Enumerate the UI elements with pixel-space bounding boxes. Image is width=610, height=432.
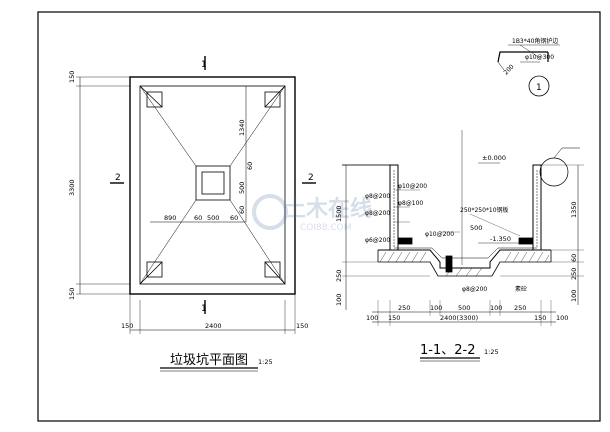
- section-dim-bottom: 250: [514, 304, 526, 312]
- section-dim-bottom2: 100: [366, 314, 378, 322]
- rebar-label: φ8@200: [365, 193, 390, 200]
- section-note-500: 500: [470, 224, 482, 232]
- section-level-top: ±0.000: [482, 154, 506, 162]
- section-level-bottom: -1.350: [490, 235, 511, 243]
- steel-plate-right: [518, 237, 534, 245]
- detail-marker: 1: [536, 83, 542, 93]
- section-dim-right: 100: [570, 290, 578, 302]
- corner-block: [264, 91, 281, 108]
- section-dim-right: 250: [570, 268, 578, 280]
- corner-block: [264, 261, 281, 278]
- plan-cut-bottom: 1: [201, 304, 207, 314]
- section-callout-label: 250*250*10钢板: [460, 206, 509, 214]
- plan-inner-wall: [139, 85, 286, 285]
- plan-dim-left-bottom: 150: [68, 288, 76, 300]
- detail-marker-circle: [528, 75, 550, 97]
- detail-dim: 200: [502, 63, 515, 76]
- plan-view: [76, 56, 316, 372]
- plan-dim-inner-h1: 890: [164, 214, 176, 222]
- detail-label: 1B3*40角钢护边: [512, 37, 558, 45]
- plan-dim-inner-v4: 60: [238, 206, 246, 214]
- sump-bar: [445, 255, 453, 273]
- section-dim-bottom2: 100: [556, 314, 568, 322]
- plan-dim-inner-v2: 500: [238, 182, 246, 194]
- watermark-cn: 土木在线: [284, 196, 372, 222]
- watermark: 土木在线 COI88.COM: [252, 194, 372, 233]
- sump-inner: [201, 171, 225, 195]
- rebar-label: φ10@200: [425, 231, 454, 238]
- detail-view: [497, 44, 560, 97]
- plan-dim-bottom-left: 150: [121, 322, 133, 330]
- section-dim-left: 100: [335, 294, 343, 306]
- watermark-en: COI88.COM: [300, 223, 351, 233]
- sump-outer: [195, 165, 231, 201]
- section-dim-bottom: 100: [490, 304, 502, 312]
- rebar-label: φ6@200: [365, 237, 390, 244]
- section-dim-left: 1500: [335, 205, 343, 222]
- section-dim-right: 1350: [570, 201, 578, 218]
- plan-scale: 1:25: [258, 358, 273, 366]
- plan-dim-inner-v1: 1340: [238, 119, 246, 136]
- plan-dim-inner-v3: 60: [246, 162, 254, 170]
- section-dim-bottom2: 150: [534, 314, 546, 322]
- section-scale: 1:25: [484, 348, 499, 356]
- plan-dim-inner-h4: 60: [230, 214, 238, 222]
- section-floor: [378, 249, 551, 269]
- section-dim-bottom: 100: [430, 304, 442, 312]
- rebar-label: φ8@200: [365, 210, 390, 217]
- plan-dim-left-top: 150: [68, 71, 76, 83]
- section-dim-bottom: 250: [398, 304, 410, 312]
- section-side-note: 素砼: [515, 285, 527, 293]
- section-dim-bottom2: 150: [388, 314, 400, 322]
- plan-dim-inner-h3: 500: [207, 214, 219, 222]
- rebar-label: φ8@100: [398, 200, 423, 207]
- section-dim-bottom: 500: [458, 304, 470, 312]
- plan-cut-right: 2: [308, 173, 314, 183]
- sheet-border: [37, 11, 601, 422]
- plan-dim-bottom-main: 2400: [205, 322, 222, 330]
- section-dim-left: 250: [335, 270, 343, 282]
- rebar-label: φ8@200: [462, 286, 487, 293]
- steel-plate-left: [397, 237, 413, 245]
- plan-outer-wall: [129, 76, 296, 295]
- rebar-label: φ10@200: [398, 183, 427, 190]
- section-dim-right: 60: [570, 254, 578, 262]
- plan-dim-bottom-right: 150: [296, 322, 308, 330]
- plan-dim-inner-h2: 60: [194, 214, 202, 222]
- plan-cut-top: 1: [201, 60, 207, 70]
- plan-title: 垃圾坑平面图: [170, 353, 248, 368]
- section-detail-callout: [539, 157, 569, 187]
- plan-dim-left-main: 3300: [68, 179, 76, 196]
- section-title: 1-1、2-2: [420, 343, 475, 358]
- plan-cut-left: 2: [115, 173, 121, 183]
- detail-rebar: φ10@300: [525, 54, 554, 61]
- section-view: [342, 130, 584, 362]
- section-dim-bottom2: 2400(3300): [440, 314, 478, 322]
